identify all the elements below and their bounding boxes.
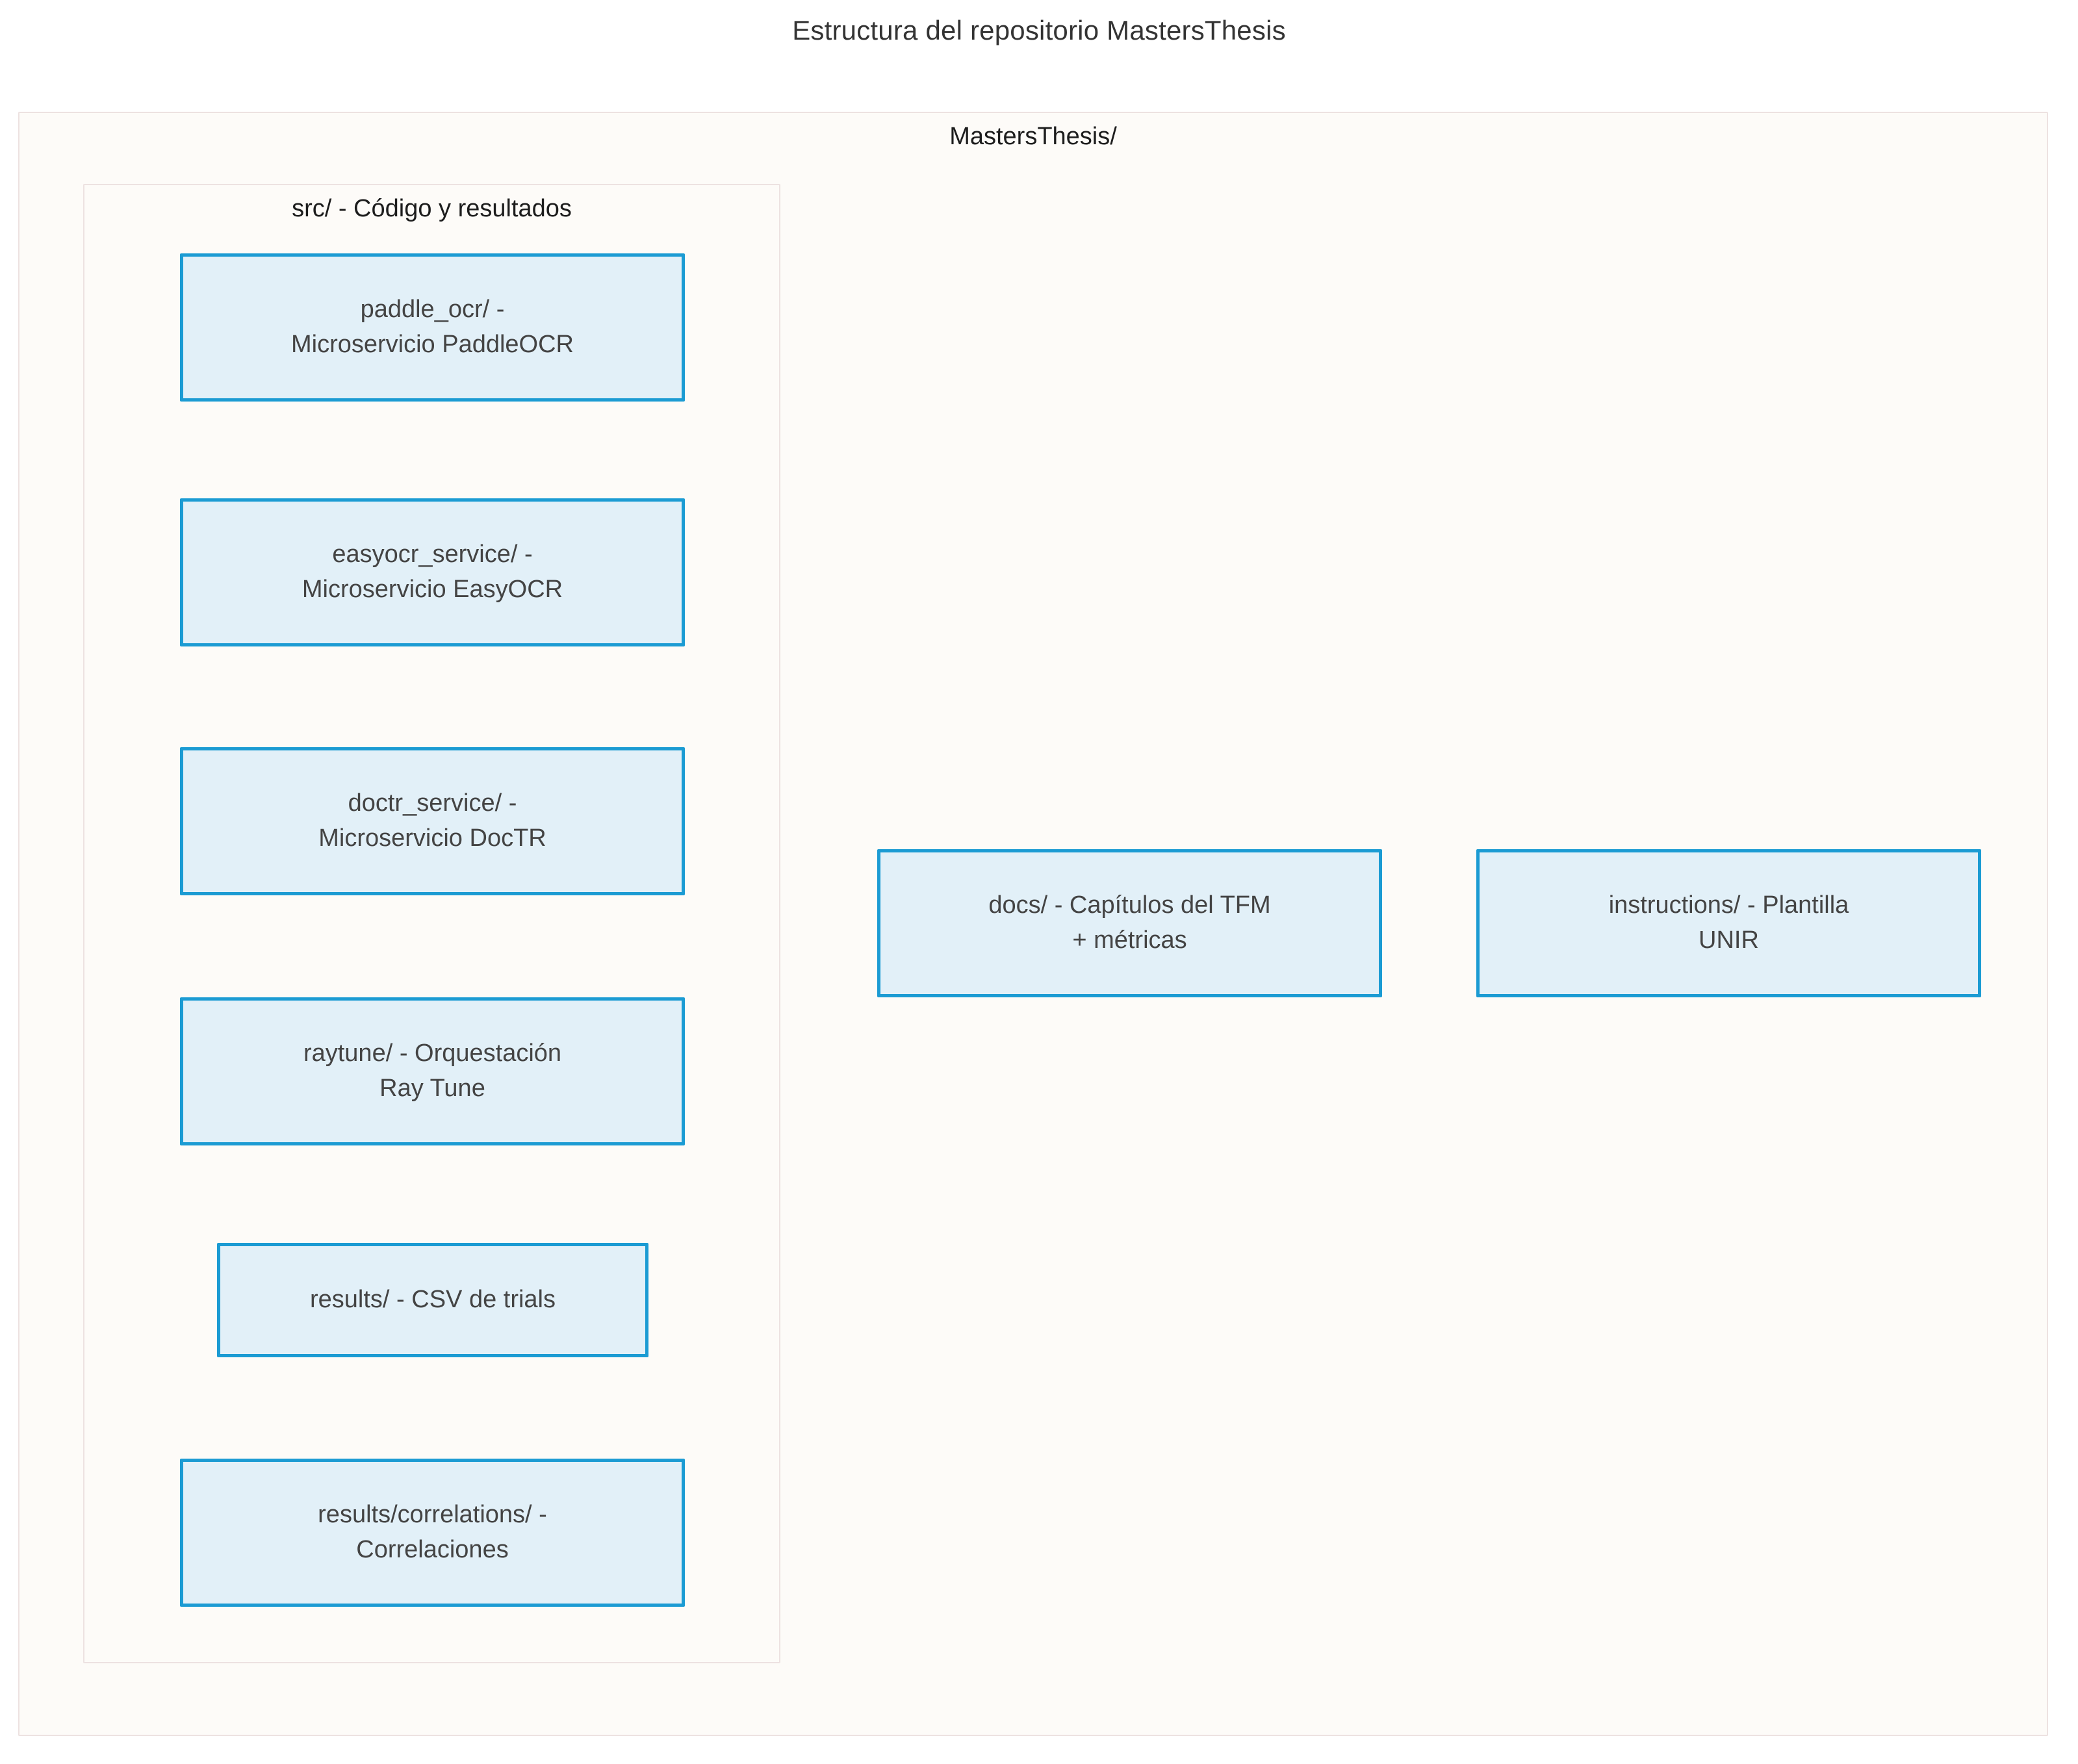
node-results[interactable]: results/ - CSV de trials — [217, 1243, 648, 1357]
node-paddle-ocr[interactable]: paddle_ocr/ - Microservicio PaddleOCR — [180, 253, 685, 402]
node-label-doctr-service: doctr_service/ - Microservicio DocTR — [318, 789, 546, 852]
node-label-easyocr-service: easyocr_service/ - Microservicio EasyOCR — [301, 541, 563, 603]
cluster-label-masters-thesis: MastersThesis/ — [949, 123, 1117, 150]
node-docs[interactable]: docs/ - Capítulos del TFM + métricas — [877, 849, 1382, 997]
node-label-results-correlations: results/correlations/ - Correlaciones — [318, 1501, 547, 1563]
node-instructions[interactable]: instructions/ - Plantilla UNIR — [1476, 849, 1981, 997]
node-raytune[interactable]: raytune/ - Orquestación Ray Tune — [180, 997, 685, 1145]
node-results-correlations[interactable]: results/correlations/ - Correlaciones — [180, 1459, 685, 1607]
node-label-instructions: instructions/ - Plantilla UNIR — [1608, 891, 1849, 954]
node-easyocr-service[interactable]: easyocr_service/ - Microservicio EasyOCR — [180, 498, 685, 646]
node-label-docs: docs/ - Capítulos del TFM + métricas — [988, 891, 1271, 954]
page-title: Estructura del repositorio MastersThesis — [792, 15, 1286, 45]
cluster-src: src/ - Código y resultados — [83, 184, 780, 1663]
cluster-label-src: src/ - Código y resultados — [292, 195, 572, 222]
node-doctr-service[interactable]: doctr_service/ - Microservicio DocTR — [180, 747, 685, 895]
node-label-paddle-ocr: paddle_ocr/ - Microservicio PaddleOCR — [290, 296, 574, 358]
node-label-results: results/ - CSV de trials — [310, 1286, 556, 1314]
node-label-raytune: raytune/ - Orquestación Ray Tune — [303, 1040, 562, 1102]
